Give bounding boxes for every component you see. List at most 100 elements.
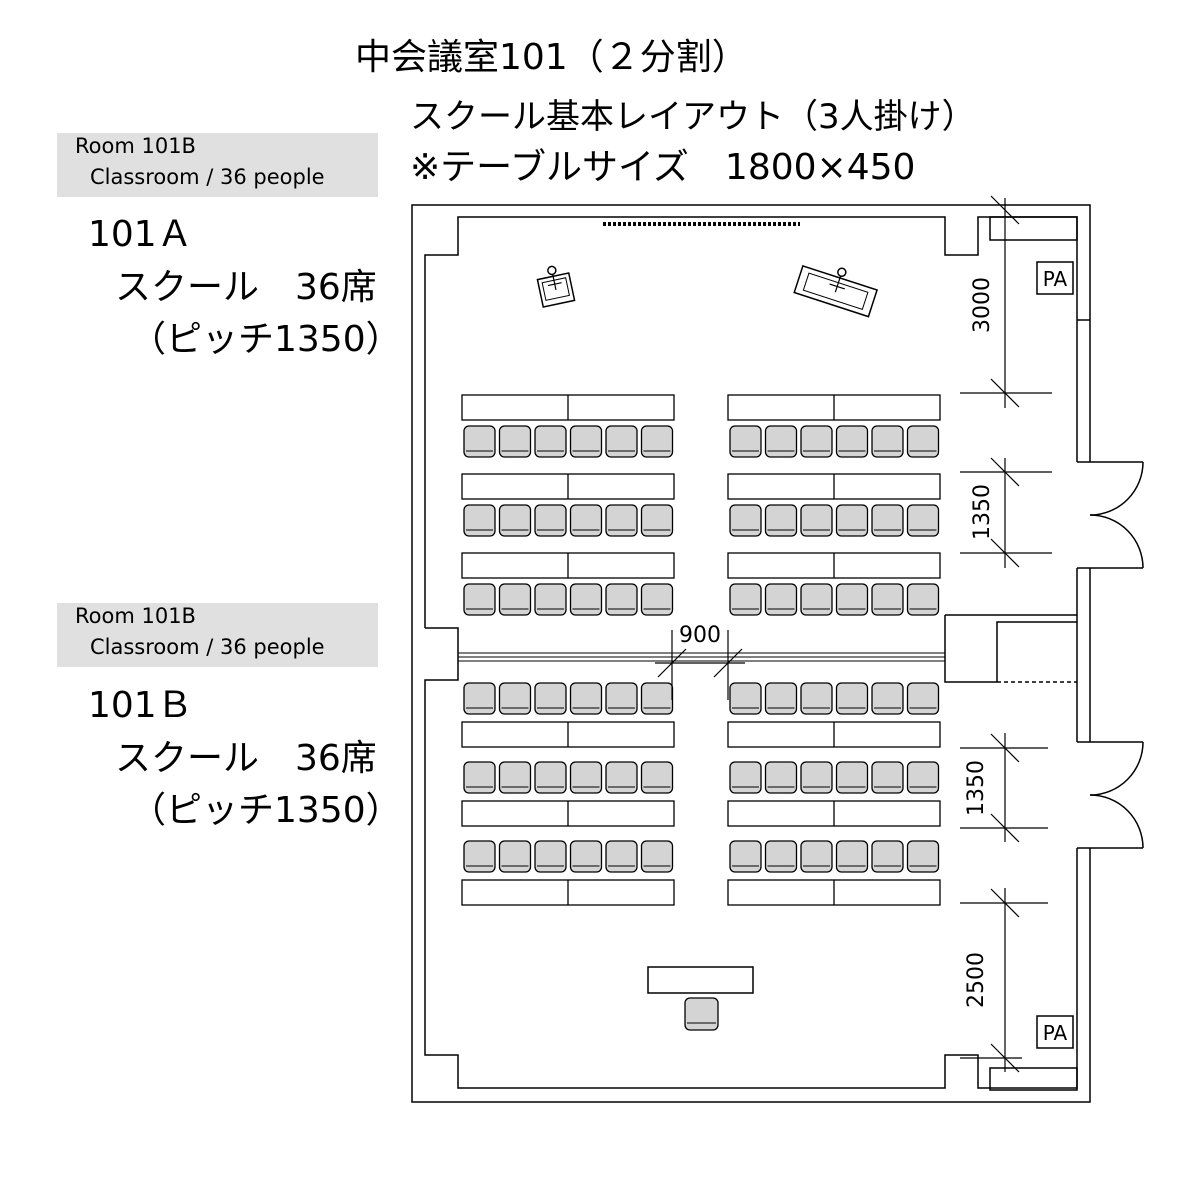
dim-tick — [713, 648, 743, 678]
chair — [764, 761, 798, 794]
chair — [534, 840, 567, 873]
chair — [835, 504, 869, 537]
chair — [764, 840, 798, 873]
chair — [463, 840, 496, 873]
room-a-badge-line1: Room 101B — [75, 134, 196, 158]
room-b-badge: Room 101B Classroom / 36 people — [57, 603, 378, 667]
chair — [605, 761, 638, 794]
chair — [835, 761, 869, 794]
chair — [906, 840, 940, 873]
chair — [640, 682, 674, 715]
chair — [729, 761, 762, 794]
chair — [835, 425, 869, 458]
chair — [605, 425, 638, 458]
chair — [906, 425, 940, 458]
chair — [835, 840, 869, 873]
pa-speaker-bottom: PA — [1036, 1015, 1074, 1049]
dim-tick — [990, 813, 1020, 843]
door-leaf — [1077, 461, 1143, 569]
chair — [534, 761, 567, 794]
chair — [640, 761, 674, 794]
door-swing-arc — [1089, 461, 1144, 516]
door-leaf — [1077, 741, 1143, 849]
chair — [729, 425, 762, 458]
chair — [640, 840, 674, 873]
chair — [800, 504, 833, 537]
dim-label-pitch-a: 1350 — [970, 484, 995, 540]
equipment-box-top — [989, 216, 1078, 241]
chair — [764, 583, 798, 616]
chair — [569, 583, 603, 616]
door-swing-arc — [1089, 741, 1144, 796]
room-b-name: 101Ｂ — [88, 685, 193, 726]
partition-pocket — [944, 614, 1077, 683]
dim-tick — [990, 538, 1020, 568]
room-a-name: 101Ａ — [88, 214, 193, 255]
chair — [871, 840, 904, 873]
room-a-badge: Room 101B Classroom / 36 people — [57, 133, 378, 197]
chair — [764, 682, 798, 715]
pa-speaker-top: PA — [1036, 261, 1074, 295]
chair — [498, 682, 532, 715]
table-size-note: ※テーブルサイズ 1800×450 — [410, 147, 916, 188]
chair — [498, 761, 532, 794]
chair — [871, 682, 904, 715]
chair — [569, 425, 603, 458]
room-a-pitch: （ピッチ1350） — [130, 319, 402, 360]
chair — [800, 840, 833, 873]
chair — [569, 761, 603, 794]
door-lower — [1077, 741, 1144, 849]
outer-wall — [411, 204, 1091, 1103]
dim-label-rear: 2500 — [964, 952, 989, 1008]
page-title: 中会議室101（２分割） — [355, 37, 748, 78]
pa-box — [1036, 261, 1074, 295]
chair — [800, 682, 833, 715]
door-swing-arc — [1089, 794, 1144, 849]
room-b-badge-line2: Classroom / 36 people — [90, 635, 325, 659]
chair — [463, 425, 496, 458]
pa-label: PA — [1043, 267, 1068, 291]
equipment-box-bottom — [989, 1067, 1078, 1091]
chair — [835, 682, 869, 715]
chair — [640, 504, 674, 537]
dim-tick — [990, 378, 1020, 408]
chair — [498, 425, 532, 458]
chair — [800, 761, 833, 794]
room-b-pitch: （ピッチ1350） — [130, 790, 402, 831]
room-a-badge-line2: Classroom / 36 people — [90, 165, 325, 189]
pa-label: PA — [1043, 1021, 1068, 1045]
chair — [729, 840, 762, 873]
chair — [684, 997, 719, 1031]
chair — [605, 682, 638, 715]
room-b-badge-line1: Room 101B — [75, 604, 196, 628]
layout-subtitle: スクール基本レイアウト（3人掛け） — [410, 97, 976, 137]
chair — [605, 583, 638, 616]
chair — [498, 583, 532, 616]
lectern-right — [793, 264, 879, 318]
dim-label-aisle: 900 — [679, 623, 721, 648]
chair — [800, 425, 833, 458]
chair — [534, 504, 567, 537]
door-upper — [1077, 461, 1144, 569]
chair — [906, 761, 940, 794]
chair — [871, 425, 904, 458]
rear-desk — [647, 966, 754, 994]
chair — [605, 504, 638, 537]
dim-label-pitch-b: 1350 — [964, 760, 989, 816]
chair — [498, 504, 532, 537]
chair — [569, 682, 603, 715]
chair — [569, 840, 603, 873]
chair — [729, 583, 762, 616]
chair — [534, 682, 567, 715]
dim-tick — [990, 733, 1020, 763]
chair — [906, 583, 940, 616]
chair — [640, 583, 674, 616]
chair — [729, 682, 762, 715]
chair — [463, 504, 496, 537]
speaker-icon — [829, 275, 845, 293]
chair — [835, 583, 869, 616]
dim-label-front: 3000 — [970, 277, 995, 333]
door-swing-arc — [1089, 514, 1144, 569]
pa-box — [1036, 1015, 1074, 1049]
